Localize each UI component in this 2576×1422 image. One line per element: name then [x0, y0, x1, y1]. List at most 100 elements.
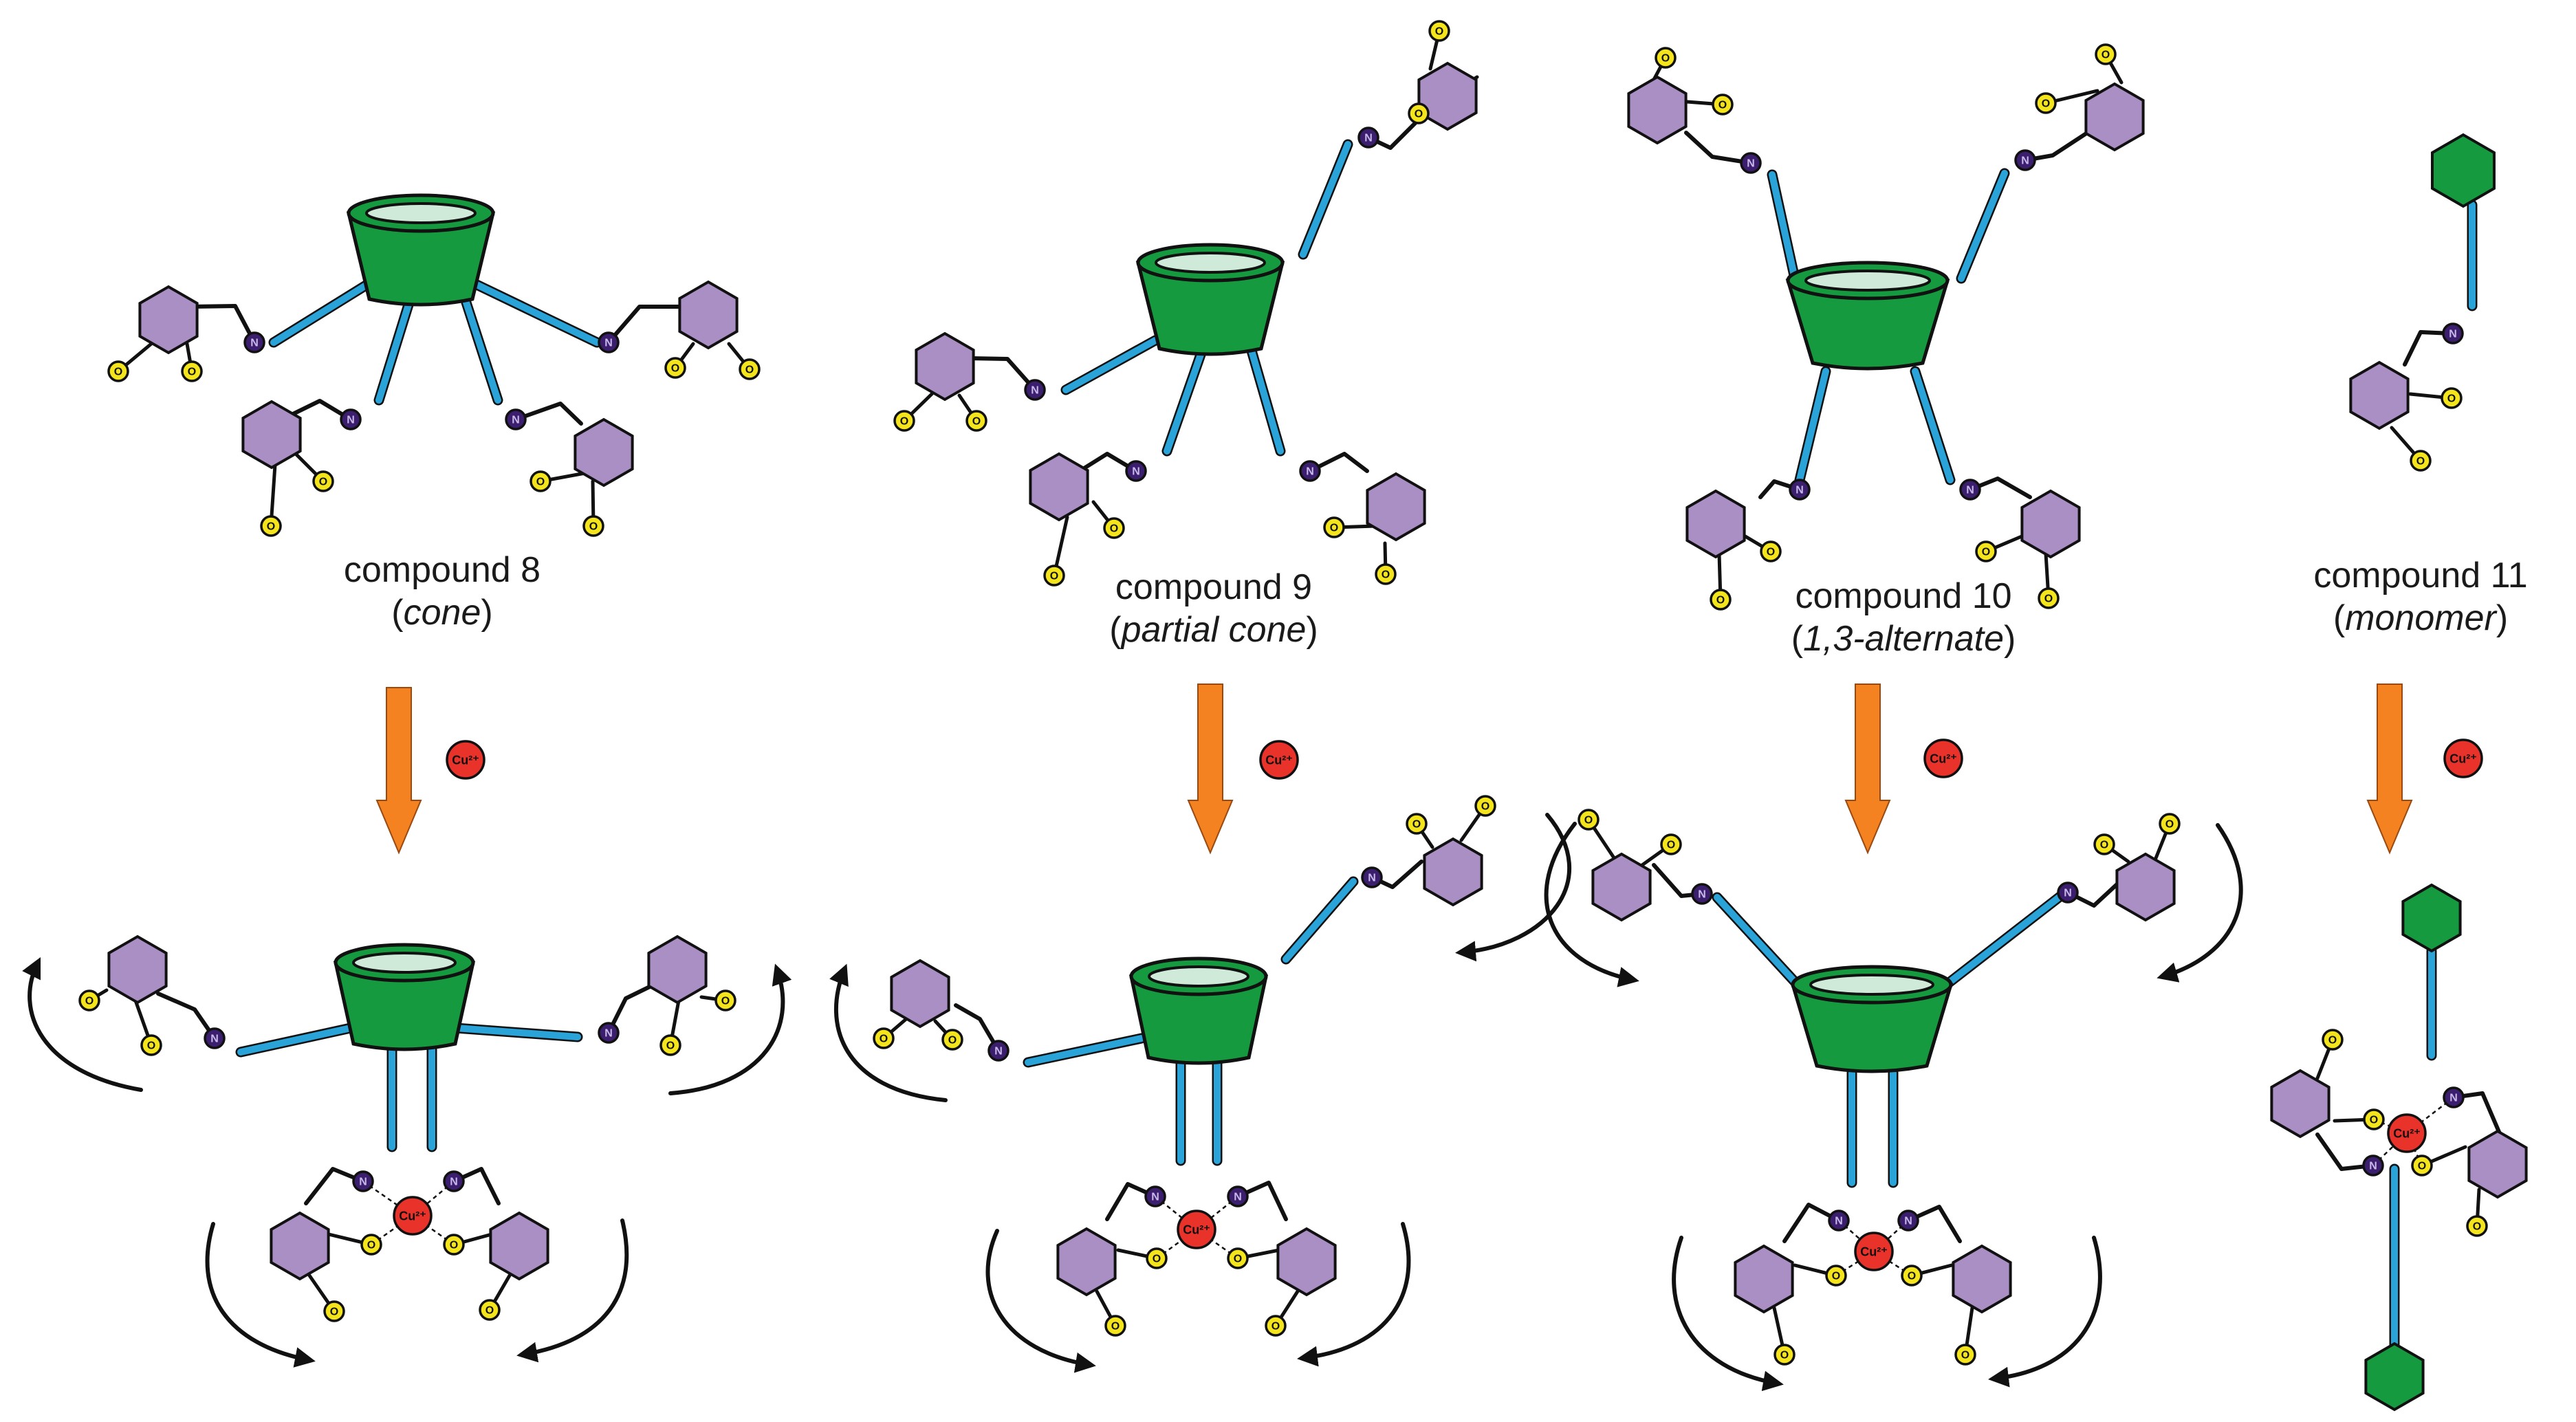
- oxygen-atom: [1406, 813, 1428, 835]
- nitrogen-atom-label: N: [2449, 1093, 2458, 1104]
- oxygen-atom-label: O: [450, 1240, 458, 1251]
- oxygen-atom: [443, 1234, 465, 1256]
- oxygen-atom-label: O: [2416, 456, 2425, 468]
- oxygen-atom: [181, 360, 203, 382]
- oxygen-atom-label: O: [2100, 840, 2108, 851]
- phenyl-ring: [107, 934, 168, 1005]
- calixarene-body: [333, 961, 476, 1051]
- linker-bond: [270, 278, 375, 346]
- nitrogen-atom: [443, 1170, 465, 1192]
- oxygen-atom-label: O: [114, 367, 122, 378]
- oxygen-atom: [1710, 589, 1732, 611]
- oxygen-atom: [1660, 833, 1682, 855]
- copper-ion-icon: [1923, 739, 1963, 778]
- linker-bond: [1769, 171, 1798, 282]
- nitrogen-atom-label: N: [2449, 329, 2457, 340]
- oxygen-atom-label: O: [1780, 1350, 1789, 1361]
- calixarene-cavity: [1809, 974, 1934, 996]
- compound-10-conformation: 1,3-alternate: [1803, 619, 2004, 659]
- alkyl-chain: [954, 1003, 1001, 1053]
- nitrogen-atom: [2057, 882, 2079, 904]
- nitrogen-atom: [2014, 149, 2036, 171]
- curved-arrow-icon: [22, 956, 143, 1092]
- calixarene-compound-10-complex: [1790, 965, 1954, 1073]
- nitrogen-atom: [1361, 866, 1383, 888]
- oxygen-atom-label: O: [267, 521, 275, 533]
- oxygen-atom: [1146, 1247, 1168, 1269]
- nitrogen-atom: [1357, 127, 1379, 149]
- nitrogen-atom-label: N: [1306, 466, 1314, 478]
- nitrogen-atom: [987, 1040, 1009, 1062]
- oxygen-atom: [2095, 43, 2117, 65]
- nitrogen-atom-label: N: [1966, 485, 1974, 496]
- oxygen-atom-label: O: [972, 416, 981, 428]
- curved-arrow-icon: [1672, 1236, 1784, 1392]
- alkyl-chain: [968, 356, 1037, 392]
- oxygen-atom-label: O: [1435, 26, 1443, 38]
- linker-bond: [237, 1025, 354, 1055]
- compound-11-conformation: monomer: [2345, 598, 2496, 638]
- alkyl-chain: [607, 305, 686, 344]
- curved-arrow-icon: [829, 963, 948, 1102]
- nitrogen-atom: [598, 331, 620, 353]
- oxygen-atom: [1712, 94, 1734, 116]
- oxygen-atom-label: O: [1415, 109, 1423, 120]
- oxygen-atom-label: O: [1832, 1271, 1840, 1282]
- oxygen-atom-label: O: [1718, 100, 1727, 111]
- oxygen-atom: [260, 515, 282, 537]
- phenyl-ring: [2084, 82, 2145, 152]
- copper-ion-icon-label: Cu²⁺: [2449, 752, 2477, 765]
- calixarene-compound-9-complex: [1128, 956, 1269, 1065]
- oxygen-atom: [1773, 1344, 1795, 1366]
- phenyl-ring: [647, 934, 708, 1005]
- oxygen-atom: [1408, 102, 1430, 124]
- compound-10-label: compound 10: [1795, 576, 2012, 616]
- oxygen-atom-label: O: [1382, 569, 1390, 581]
- linker-bond: [1714, 894, 1800, 987]
- oxygen-atom-label: O: [880, 1033, 888, 1045]
- nitrogen-atom-label: N: [359, 1177, 367, 1188]
- phenyl-ring: [241, 400, 302, 470]
- calixarene-cavity: [1148, 965, 1249, 987]
- oxygen-atom-label: O: [485, 1305, 494, 1317]
- oxygen-atom-label: O: [330, 1306, 338, 1318]
- calixarene-body: [346, 211, 496, 307]
- oxygen-atom-label: O: [721, 996, 730, 1007]
- oxygen-atom: [2159, 813, 2181, 835]
- linker-bond: [1796, 368, 1829, 483]
- nitrogen-atom: [1789, 479, 1811, 501]
- oxygen-atom-label: O: [2370, 1115, 2378, 1126]
- down-arrow-icon: [1844, 683, 1891, 855]
- alkyl-chain: [304, 1167, 365, 1205]
- calixarene-subunit-lower: [2364, 1342, 2425, 1412]
- oxygen-atom-label: O: [1961, 1350, 1969, 1361]
- curved-arrow-icon: [668, 963, 792, 1095]
- calixarene-compound-8: [346, 193, 496, 307]
- oxygen-atom-label: O: [2473, 1221, 2481, 1233]
- phenyl-ring: [489, 1211, 549, 1281]
- oxygen-atom-label: O: [85, 996, 94, 1007]
- alkyl-chain: [1684, 131, 1753, 165]
- alkyl-chain: [187, 304, 256, 344]
- linker-bond: [1164, 347, 1205, 455]
- copper-ion-icon: [446, 740, 485, 780]
- oxygen-atom-label: O: [2165, 819, 2174, 831]
- nitrogen-atom-label: N: [1151, 1192, 1159, 1203]
- nitrogen-atom-label: N: [1368, 873, 1376, 884]
- nitrogen-atom-label: N: [1904, 1216, 1912, 1227]
- oxygen-atom: [2035, 92, 2057, 114]
- oxygen-atom: [1428, 20, 1450, 42]
- oxygen-atom-label: O: [1050, 571, 1058, 582]
- oxygen-atom: [1760, 540, 1782, 562]
- nitrogen-atom-label: N: [250, 338, 259, 349]
- oxygen-atom: [1103, 517, 1125, 539]
- oxygen-atom: [2411, 1155, 2433, 1177]
- phenyl-ring: [2270, 1069, 2331, 1139]
- linker-bond: [375, 299, 413, 404]
- phenyl-ring: [1627, 75, 1688, 145]
- nitrogen-atom: [1125, 460, 1147, 482]
- phenyl-ring: [2115, 852, 2176, 922]
- nitrogen-atom-label: N: [1031, 385, 1039, 397]
- oxygen-atom: [479, 1299, 501, 1321]
- curved-arrow-icon: [2157, 823, 2243, 983]
